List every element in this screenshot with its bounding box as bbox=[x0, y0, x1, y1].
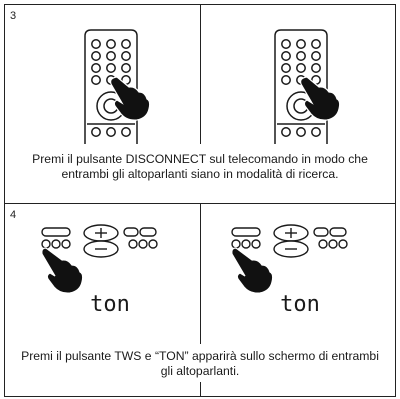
row-divider bbox=[4, 203, 396, 204]
speaker-panel-illustration-left: ton bbox=[40, 218, 170, 318]
step-4-number: 4 bbox=[10, 209, 17, 221]
step-4-caption: Premi il pulsante TWS e “TON” apparirà s… bbox=[21, 349, 379, 378]
step-3-caption: Premi il pulsante DISCONNECT sul telecom… bbox=[32, 152, 368, 181]
display-screen: ton bbox=[280, 292, 320, 317]
remote-control-illustration-right bbox=[245, 14, 345, 144]
display-readout: ton bbox=[280, 292, 320, 317]
column-divider-bottom bbox=[200, 382, 201, 397]
column-divider-step-4 bbox=[200, 204, 201, 344]
speaker-panel-illustration-right: ton bbox=[230, 218, 360, 318]
speaker-button-panel-icon bbox=[41, 224, 158, 258]
remote-control-illustration-left bbox=[55, 14, 155, 144]
pointing-hand-icon bbox=[110, 76, 151, 121]
column-divider-step-3 bbox=[200, 4, 201, 144]
display-screen: ton bbox=[90, 292, 130, 317]
speaker-button-panel-icon bbox=[231, 224, 348, 258]
pointing-hand-icon bbox=[231, 247, 274, 294]
pointing-hand-icon bbox=[41, 247, 84, 294]
pointing-hand-icon bbox=[300, 76, 341, 121]
display-readout: ton bbox=[90, 292, 130, 317]
step-3-number: 3 bbox=[10, 10, 17, 22]
